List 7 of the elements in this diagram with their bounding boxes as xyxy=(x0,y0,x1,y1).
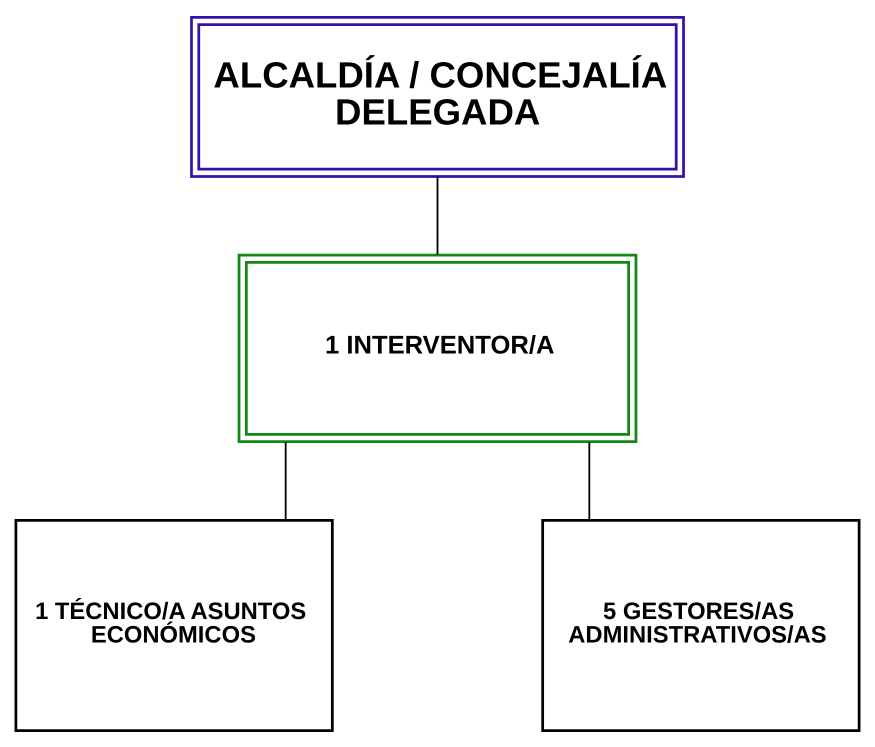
node-box: 1 TÉCNICO/A ASUNTOS ECONÓMICOS xyxy=(14,518,334,732)
node-box: ALCALDÍA / CONCEJALÍA DELEGADA xyxy=(190,15,685,178)
connector xyxy=(436,176,438,254)
node-box: 5 GESTORES/AS ADMINISTRATIVOS/AS xyxy=(541,518,860,732)
connector xyxy=(284,442,287,520)
node-box: 1 INTERVENTOR/A xyxy=(238,253,638,443)
connector xyxy=(588,442,590,520)
